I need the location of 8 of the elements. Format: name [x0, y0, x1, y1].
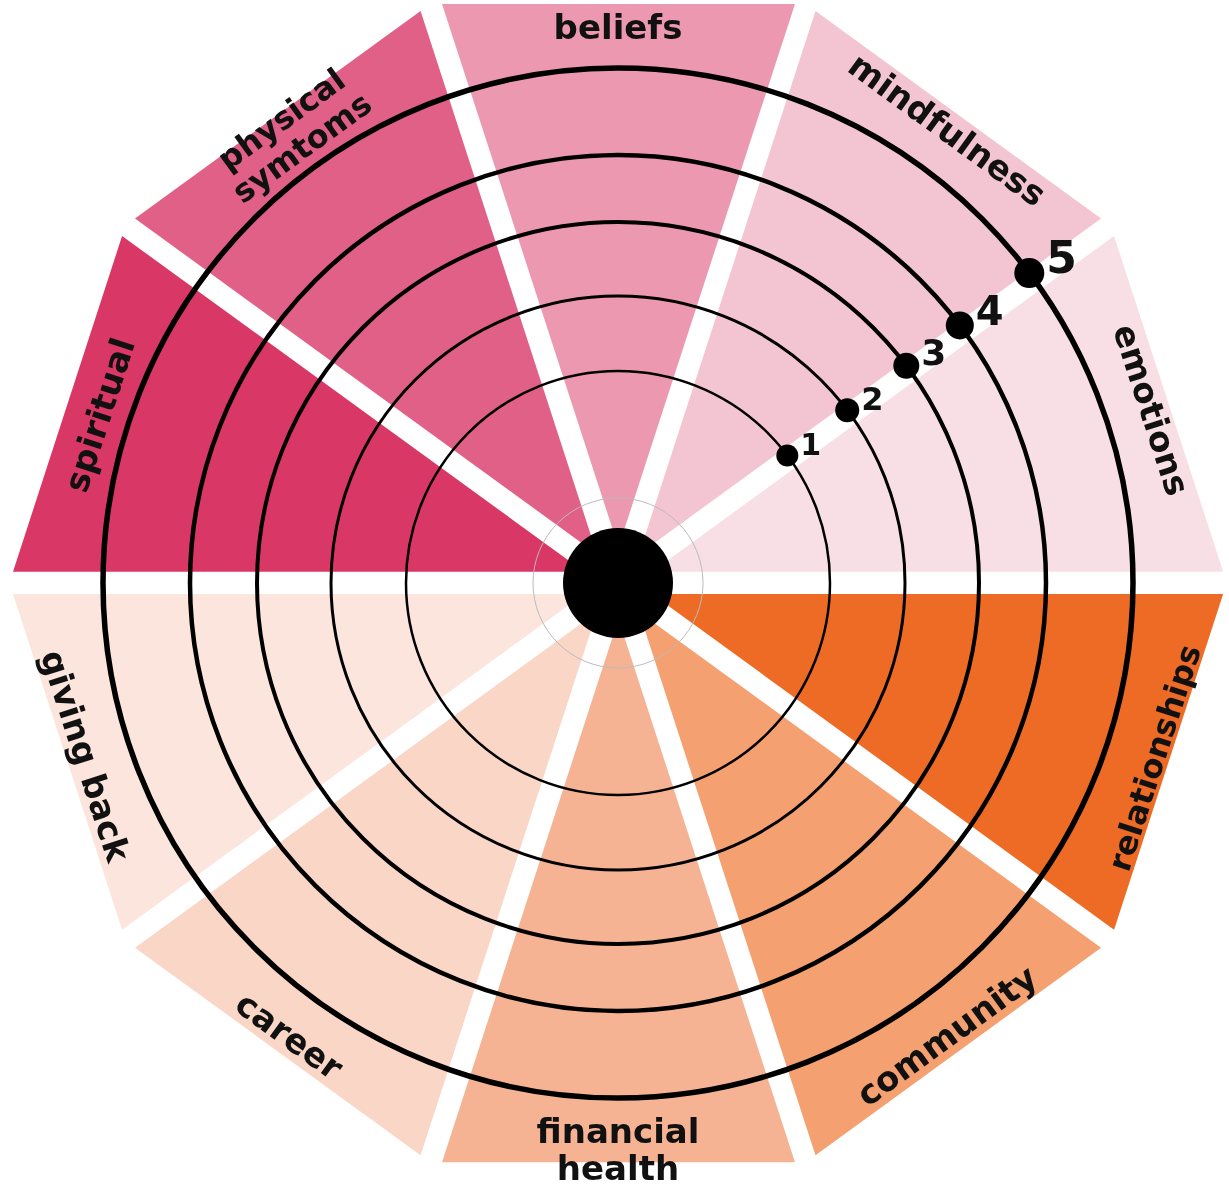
center-dot: [563, 528, 673, 638]
scale-number: 4: [975, 291, 1004, 332]
scale-number: 2: [861, 383, 884, 416]
scale-number: 5: [1046, 235, 1077, 280]
scale-number: 1: [800, 429, 822, 460]
segment-label: beliefs: [552, 9, 684, 47]
scale-number: 3: [921, 335, 947, 372]
segment-label: financial health: [535, 1112, 701, 1188]
